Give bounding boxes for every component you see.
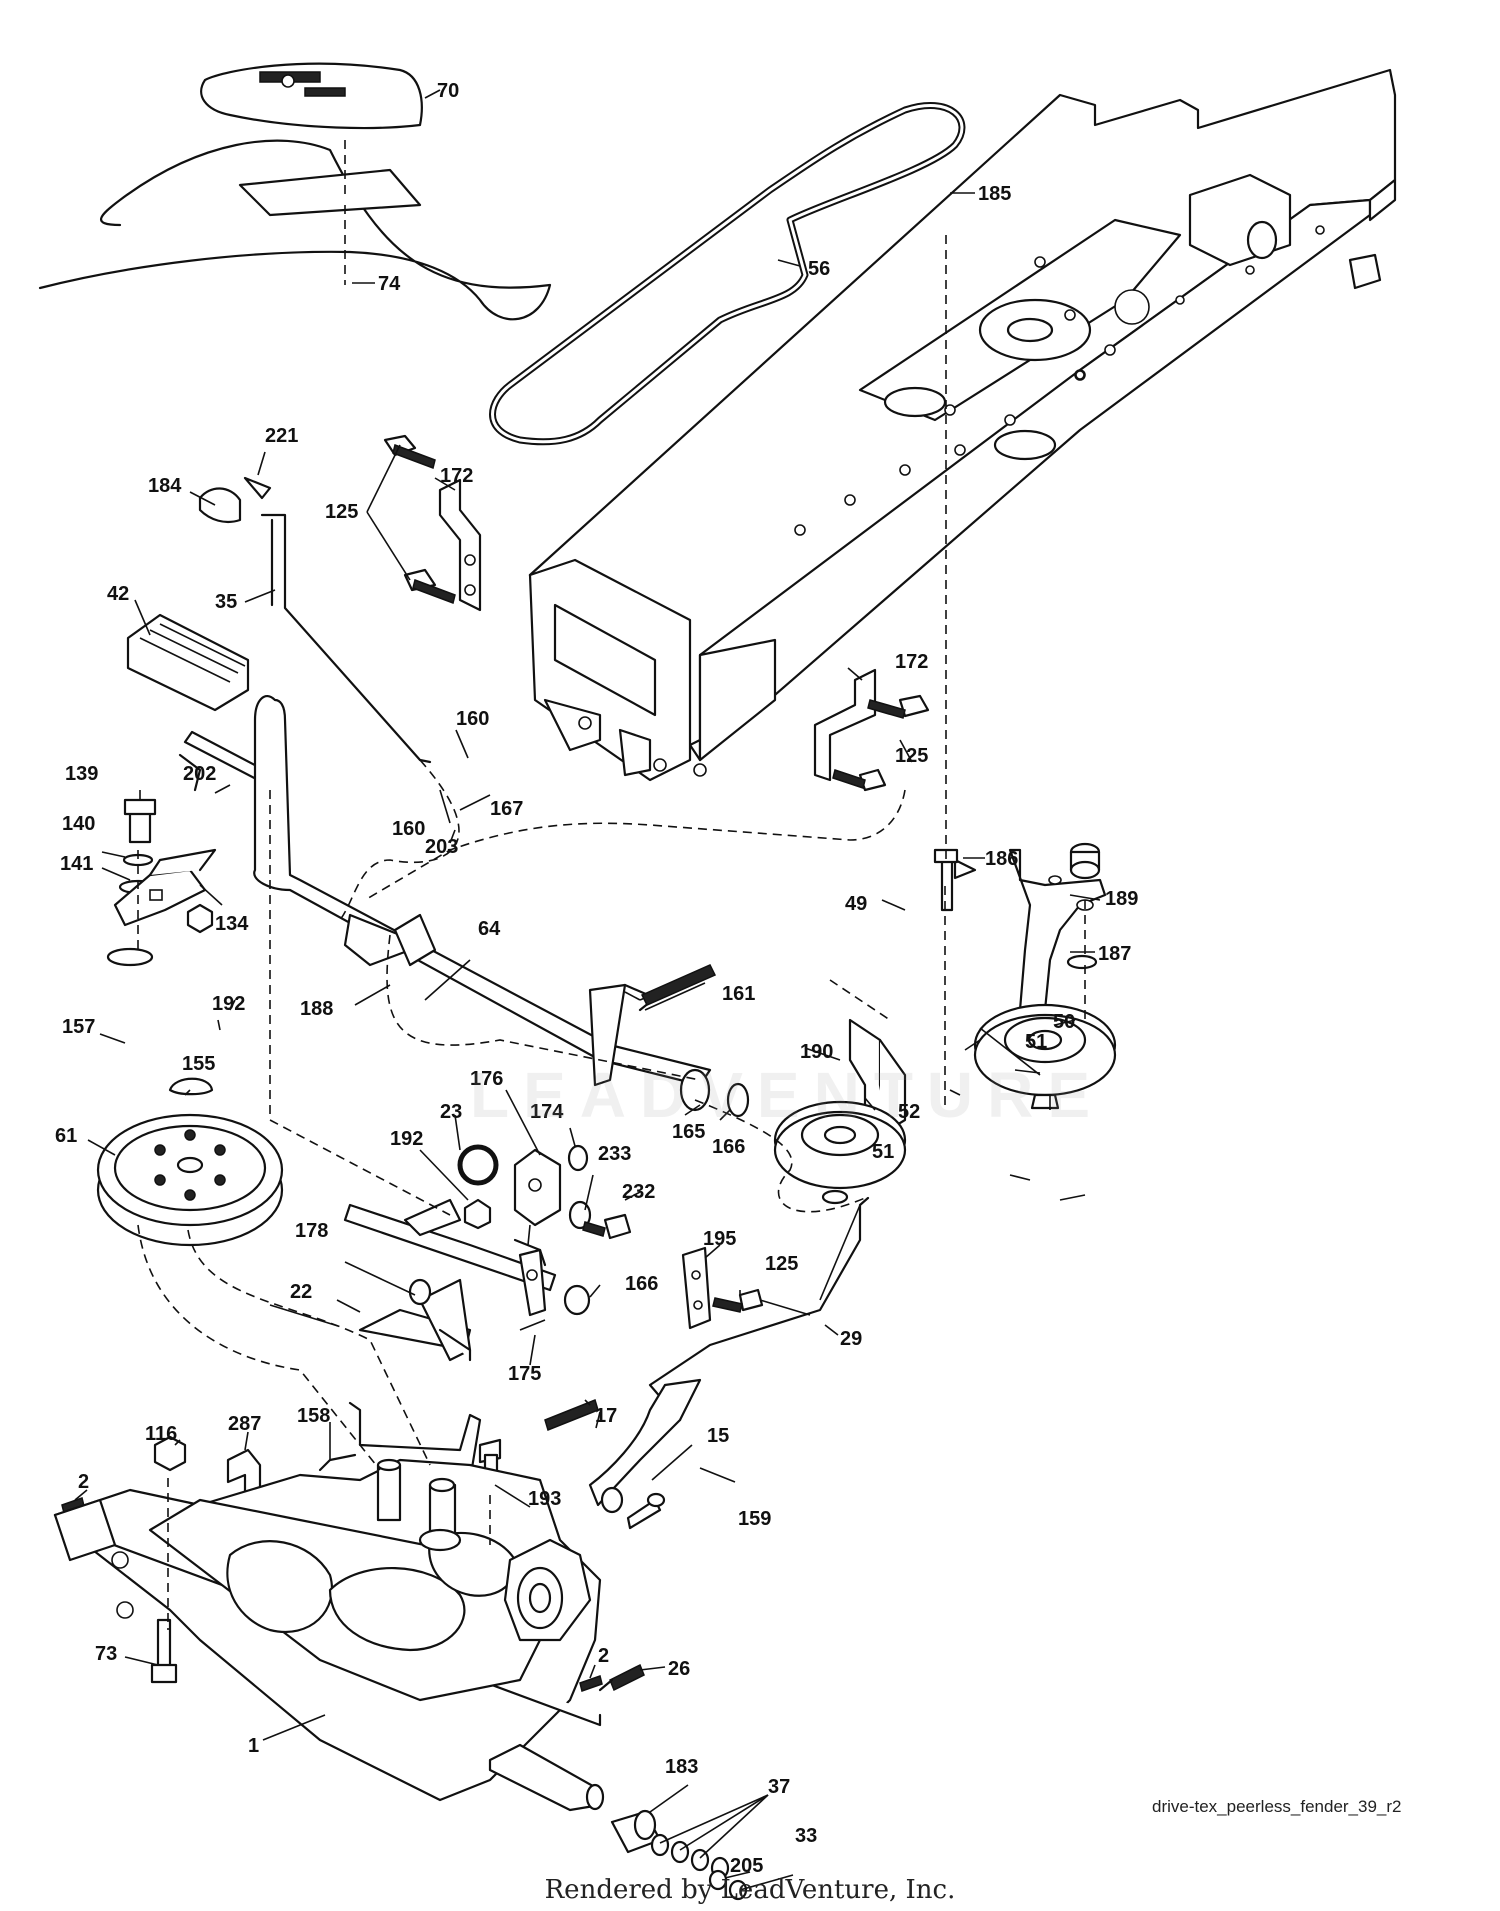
callout-186[interactable]: 186 [985,848,1018,870]
callout-70[interactable]: 70 [437,80,459,102]
callout-33[interactable]: 33 [795,1825,817,1847]
callout-74[interactable]: 74 [378,273,401,295]
callout-175[interactable]: 175 [508,1363,541,1385]
callout-73[interactable]: 73 [95,1643,117,1665]
callout-176[interactable]: 176 [470,1068,503,1090]
callout-161[interactable]: 161 [722,983,755,1005]
callout-37[interactable]: 37 [768,1776,790,1798]
callout-116[interactable]: 116 [145,1423,177,1445]
assembly-lines [137,140,1086,1630]
brackets-drawing [383,434,930,792]
callout-125-right[interactable]: 125 [765,1253,798,1275]
callout-35[interactable]: 35 [215,591,237,613]
callout-192-upper[interactable]: 192 [212,993,245,1015]
callout-167[interactable]: 167 [490,798,523,820]
callout-166-upper[interactable]: 166 [712,1136,745,1158]
callout-61[interactable]: 61 [55,1125,77,1147]
callout-2-right[interactable]: 2 [598,1645,609,1667]
callout-1[interactable]: 1 [248,1735,259,1757]
callout-64[interactable]: 64 [478,918,501,940]
callout-51-lower[interactable]: 51 [872,1141,894,1163]
callout-52[interactable]: 52 [898,1101,920,1123]
callout-174[interactable]: 174 [530,1101,564,1123]
callout-178[interactable]: 178 [295,1220,328,1242]
callout-17[interactable]: 17 [595,1405,617,1427]
callout-190[interactable]: 190 [800,1041,833,1063]
callout-22[interactable]: 22 [290,1281,312,1303]
callout-159[interactable]: 159 [738,1508,771,1530]
callout-189[interactable]: 189 [1105,888,1138,910]
callout-185[interactable]: 185 [978,183,1011,205]
callout-157[interactable]: 157 [62,1016,95,1038]
callout-139[interactable]: 139 [65,763,98,785]
callout-15[interactable]: 15 [707,1425,729,1447]
callout-202[interactable]: 202 [183,763,216,785]
callout-158[interactable]: 158 [297,1405,330,1427]
leader-lines [74,89,1101,1891]
callout-287[interactable]: 287 [228,1413,261,1435]
callout-141[interactable]: 141 [60,853,93,875]
callout-134[interactable]: 134 [215,913,249,935]
watermark: LEADVENTURE [470,1059,1105,1131]
callout-160-upper[interactable]: 160 [456,708,489,730]
callout-42[interactable]: 42 [107,583,129,605]
callout-205[interactable]: 205 [730,1855,763,1877]
callout-125-lower[interactable]: 125 [895,745,928,767]
callout-233[interactable]: 233 [598,1143,631,1165]
pedal-linkage-drawing [106,476,750,1118]
callout-125-upper[interactable]: 125 [325,501,358,523]
callout-49[interactable]: 49 [845,893,867,915]
callout-140[interactable]: 140 [62,813,95,835]
callout-172-upper[interactable]: 172 [440,465,473,487]
callout-193[interactable]: 193 [528,1488,561,1510]
callout-160-lower[interactable]: 160 [392,818,425,840]
drive-pulley-drawing [96,1077,284,1247]
callout-184[interactable]: 184 [148,475,182,497]
callout-23[interactable]: 23 [440,1101,462,1123]
callout-155[interactable]: 155 [182,1053,215,1075]
callout-51-upper[interactable]: 51 [1025,1031,1047,1053]
callout-195[interactable]: 195 [703,1228,736,1250]
callout-2-left[interactable]: 2 [78,1471,89,1493]
render-credit: Rendered by LeadVenture, Inc. [544,1875,956,1905]
callout-187[interactable]: 187 [1098,943,1131,965]
callout-221[interactable]: 221 [265,425,298,447]
callout-labels: 70 74 56 185 221 184 172 125 35 42 172 1… [55,80,1138,1877]
callout-183[interactable]: 183 [665,1756,698,1778]
belt-drawing [489,102,966,446]
callout-29[interactable]: 29 [840,1328,862,1350]
callout-166-lower[interactable]: 166 [625,1273,658,1295]
frame-drawing [528,68,1397,782]
callout-172-lower[interactable]: 172 [895,651,928,673]
callout-50[interactable]: 50 [1053,1011,1075,1033]
transaxle-drawing [53,1401,748,1901]
control-linkage-drawing [343,1144,870,1530]
callout-192-lower[interactable]: 192 [390,1128,423,1150]
idler-pulley-drawing [773,842,1117,1205]
callout-188[interactable]: 188 [300,998,333,1020]
callout-232[interactable]: 232 [622,1181,655,1203]
callout-26[interactable]: 26 [668,1658,690,1680]
fender-drawing [38,62,552,321]
callout-56[interactable]: 56 [808,258,830,280]
callout-165[interactable]: 165 [672,1121,705,1143]
diagram-filename: drive-tex_peerless_fender_39_r2 [1152,1797,1402,1816]
callout-203[interactable]: 203 [425,836,458,858]
